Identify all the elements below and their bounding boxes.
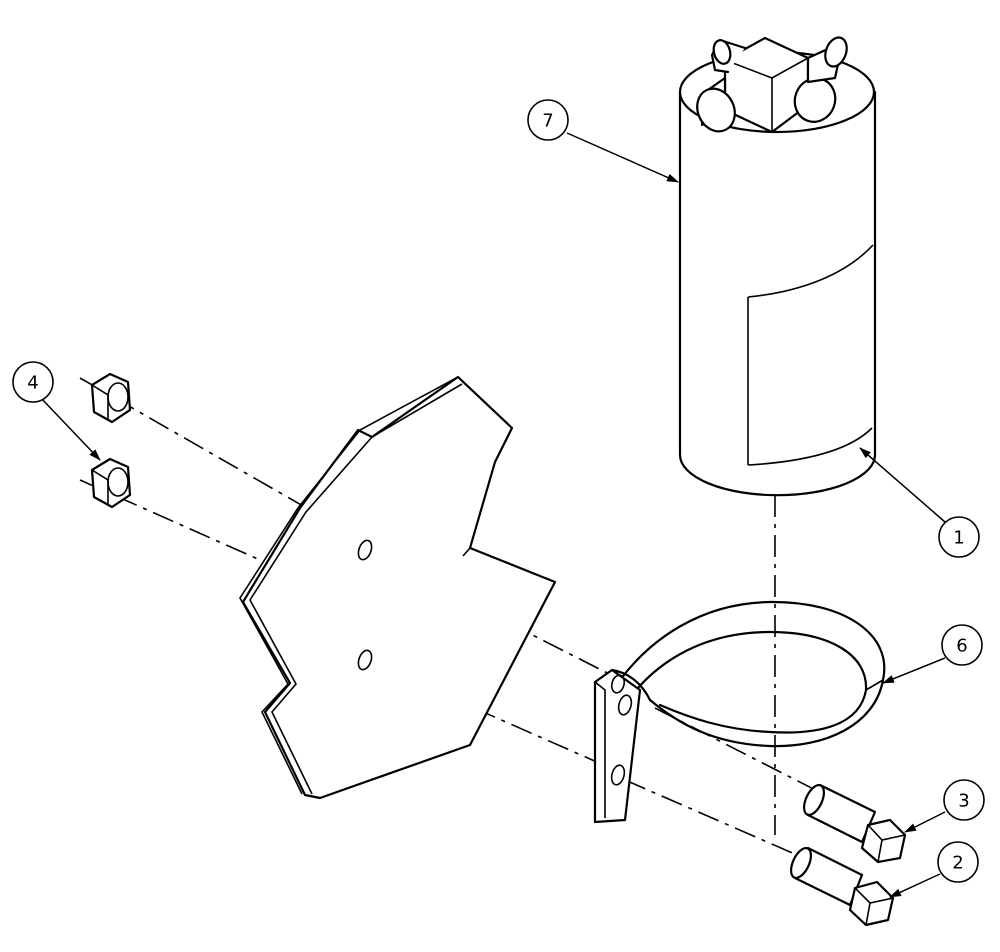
callout-3: 3 — [943, 779, 985, 821]
nut-upper — [90, 372, 132, 424]
bolt-upper — [802, 783, 907, 864]
nut-lower — [90, 457, 132, 509]
receiver-drier — [678, 36, 877, 497]
callout-4: 4 — [12, 361, 54, 403]
clamp-bracket — [593, 600, 886, 824]
callout-4-label: 4 — [27, 373, 38, 394]
callout-1: 1 — [938, 516, 980, 558]
callout-2-label: 2 — [952, 853, 963, 874]
bolt-lower — [789, 846, 895, 927]
callout-1-label: 1 — [953, 528, 964, 549]
callout-2: 2 — [937, 841, 979, 883]
callout-7-label: 7 — [542, 111, 553, 132]
leader-lines — [39, 132, 946, 898]
callout-6: 6 — [941, 624, 983, 666]
mounting-plate — [239, 375, 557, 800]
callout-6-label: 6 — [956, 636, 967, 657]
callout-3-label: 3 — [958, 791, 969, 812]
callout-7: 7 — [527, 99, 569, 141]
